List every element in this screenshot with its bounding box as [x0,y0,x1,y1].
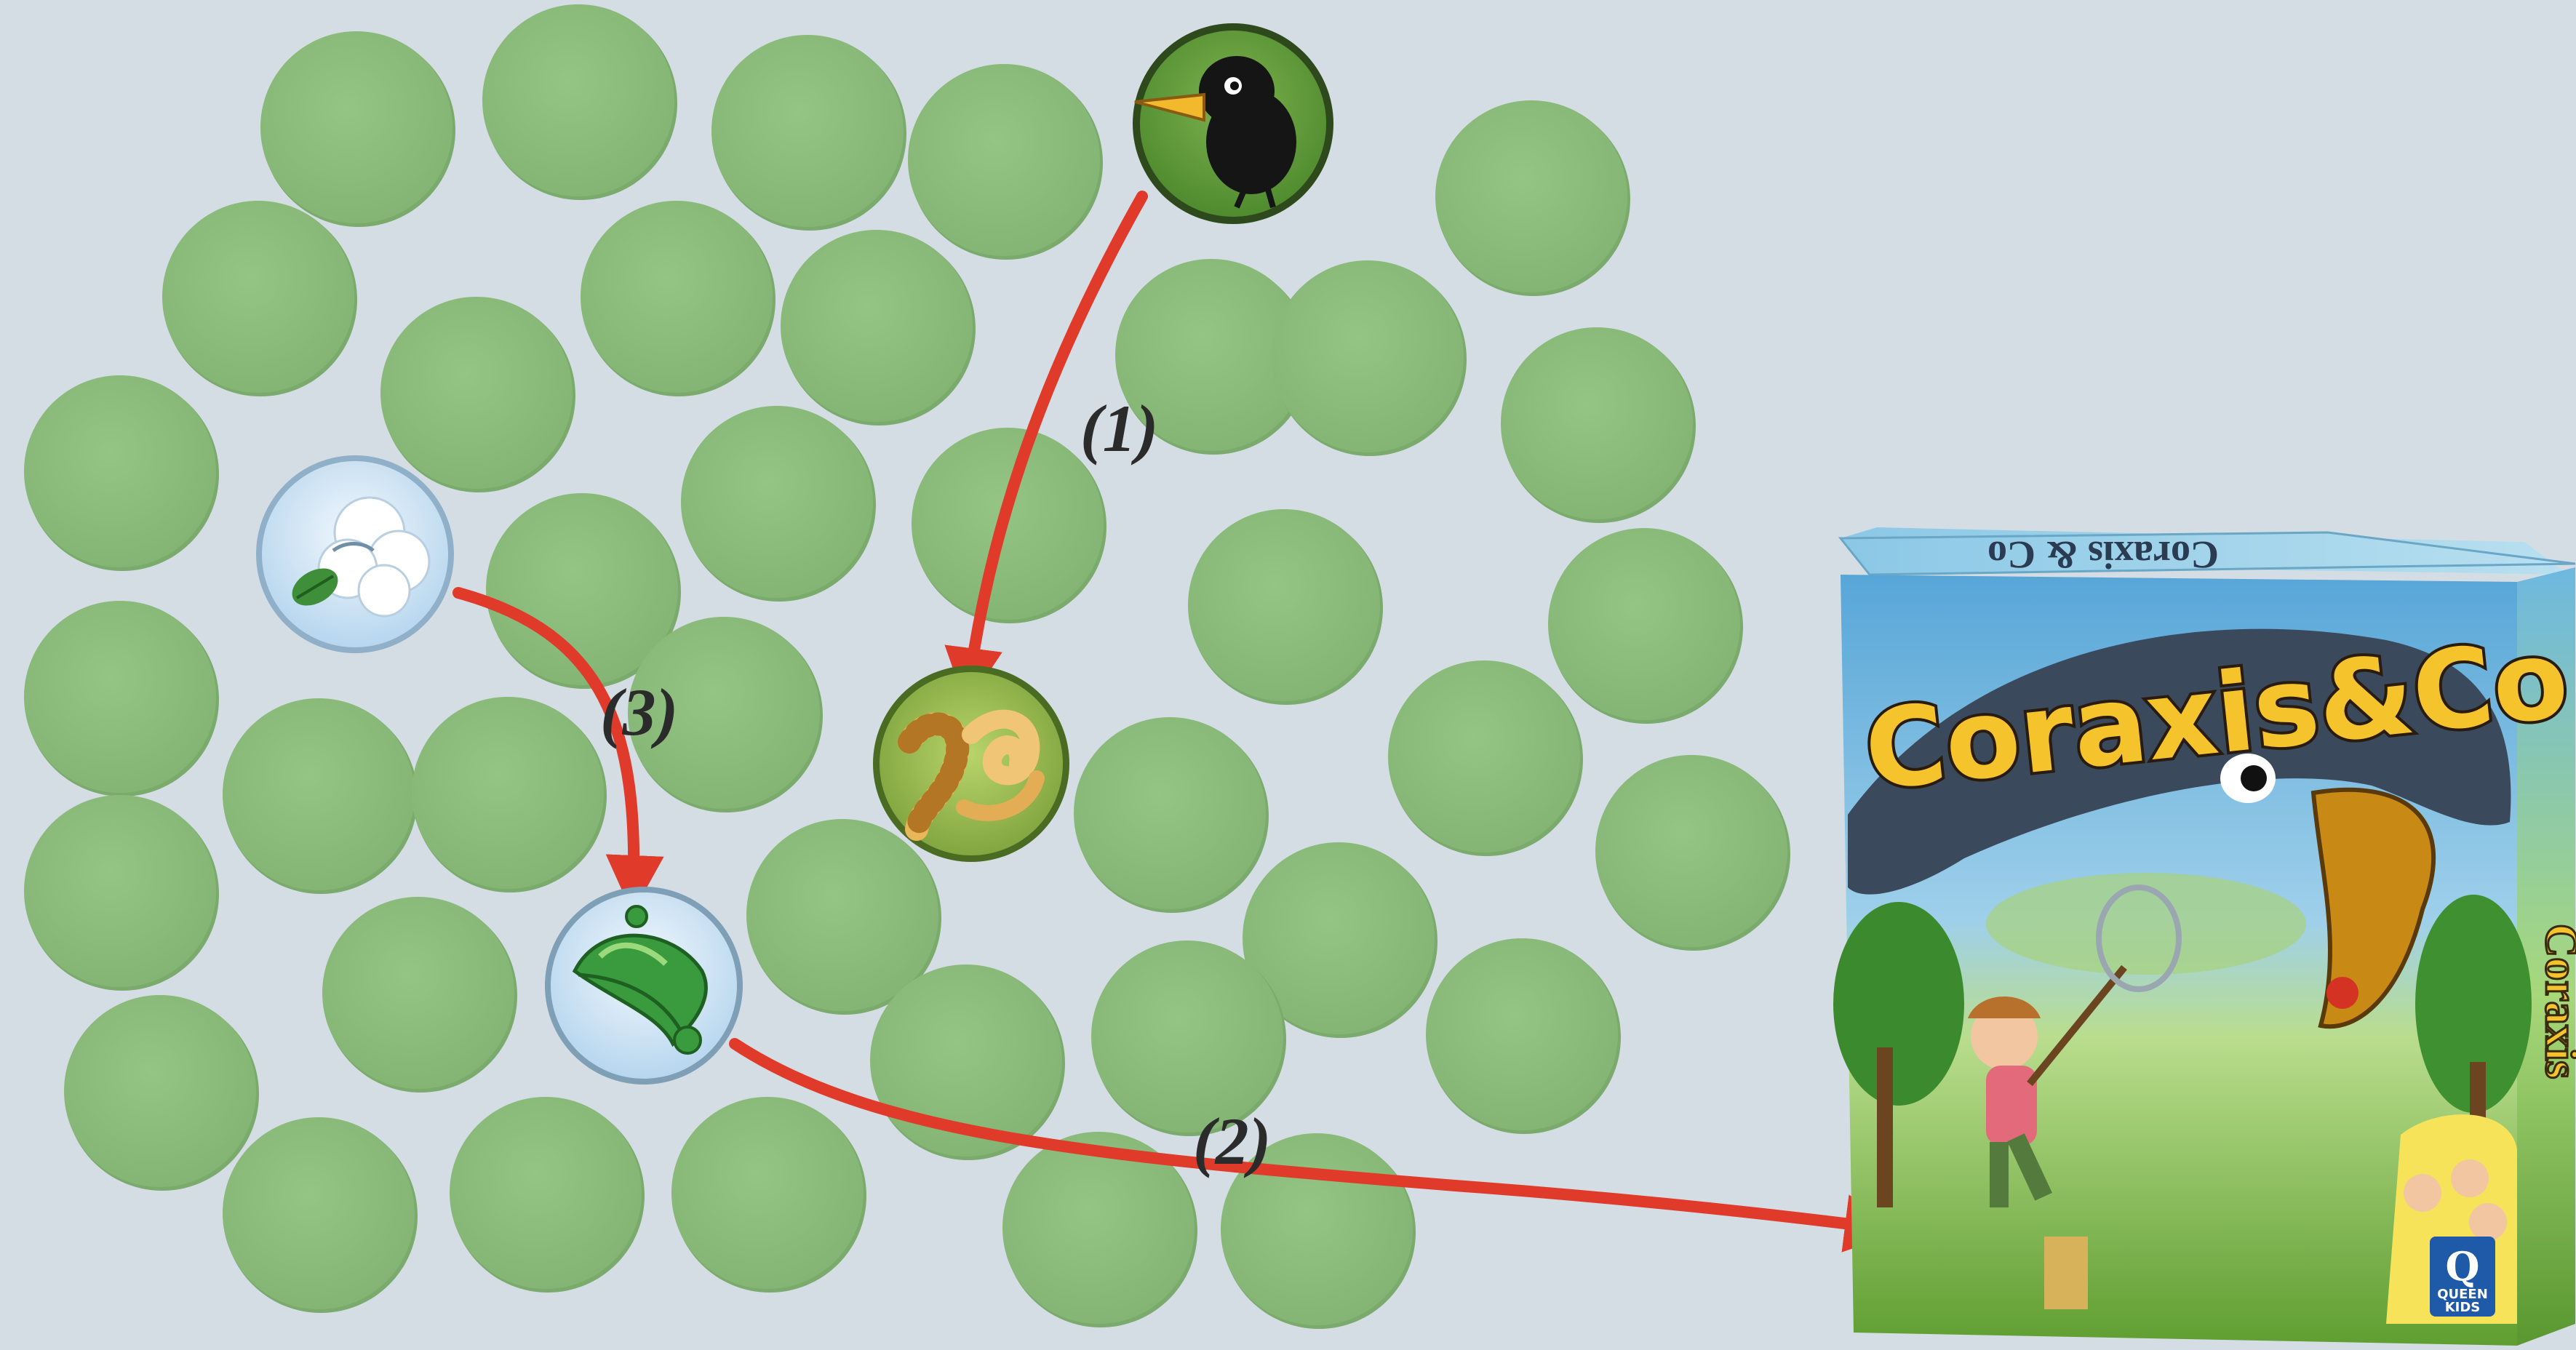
box-art-boy [1968,884,2182,1309]
arrow-2-line [729,1038,1903,1253]
green-chip[interactable] [1435,100,1627,292]
green-chip[interactable] [482,4,674,196]
green-chip[interactable] [746,819,938,1011]
worm-tile[interactable] [873,666,1069,862]
green-chip[interactable] [1188,509,1380,701]
leaf-icon [572,905,708,1055]
green-chip[interactable] [24,795,216,987]
green-chip[interactable] [870,964,1062,1157]
wind-cloud-icon [292,496,431,618]
crow-icon [1134,56,1296,209]
green-chip[interactable] [486,493,678,685]
green-chip[interactable] [24,375,216,567]
publisher-logo: Q QUEEN KIDS [2430,1237,2495,1317]
green-chip[interactable] [162,201,354,393]
green-chip[interactable] [1002,1132,1195,1324]
arrow-3-label: (3) [600,675,678,749]
box-art-foliage [1833,873,2532,1222]
wind-tile[interactable] [256,455,454,653]
green-chip[interactable] [581,201,773,393]
green-chips [24,4,1790,1329]
arrow-2-label: (2) [1193,1104,1271,1178]
green-chip[interactable] [322,897,514,1089]
green-chip[interactable] [1074,717,1266,909]
green-chip[interactable] [711,35,904,227]
game-box-top-title: Coraxis & Co [1987,533,2219,577]
arrow-1-line [944,191,1148,706]
publisher-logo-letter: Q [2445,1243,2479,1290]
green-chip[interactable] [781,230,973,422]
green-chip[interactable] [64,995,256,1187]
crow-tile[interactable] [1133,23,1333,224]
green-chip[interactable] [380,297,573,489]
green-chip[interactable] [24,601,216,793]
arrow-3-line [452,587,664,914]
green-chip[interactable] [223,698,415,890]
arrows [452,191,1903,1253]
publisher-name-line2: KIDS [2445,1300,2481,1315]
green-chip[interactable] [1272,260,1464,452]
game-box-lid [1838,531,2576,576]
green-chip[interactable] [1091,940,1283,1133]
game-box[interactable]: Coraxis & Co Coraxis [1833,527,2576,1346]
leaf-tile[interactable] [545,887,743,1085]
green-chip[interactable] [450,1097,642,1289]
green-chip[interactable] [1548,528,1740,720]
green-chip[interactable] [681,406,873,598]
green-chip[interactable] [1595,755,1787,947]
green-chip[interactable] [1115,259,1307,451]
worm-icon [898,709,1045,841]
green-chip[interactable] [260,31,452,223]
green-chip[interactable] [1426,938,1618,1130]
green-chip[interactable] [628,617,820,809]
green-chip[interactable] [671,1097,864,1289]
game-box-side [2517,567,2575,1346]
green-chip[interactable] [1501,327,1693,519]
publisher-name-line1: QUEEN [2437,1287,2488,1302]
box-art-crow [1848,628,2511,1029]
green-chip[interactable] [223,1117,415,1309]
arrow-1-label: (1) [1080,391,1158,466]
green-chip[interactable] [1388,660,1580,852]
green-chip[interactable] [412,697,604,889]
green-chip[interactable] [908,64,1100,256]
green-chip[interactable] [1243,842,1435,1034]
game-box-side-title: Coraxis [2536,924,2576,1079]
